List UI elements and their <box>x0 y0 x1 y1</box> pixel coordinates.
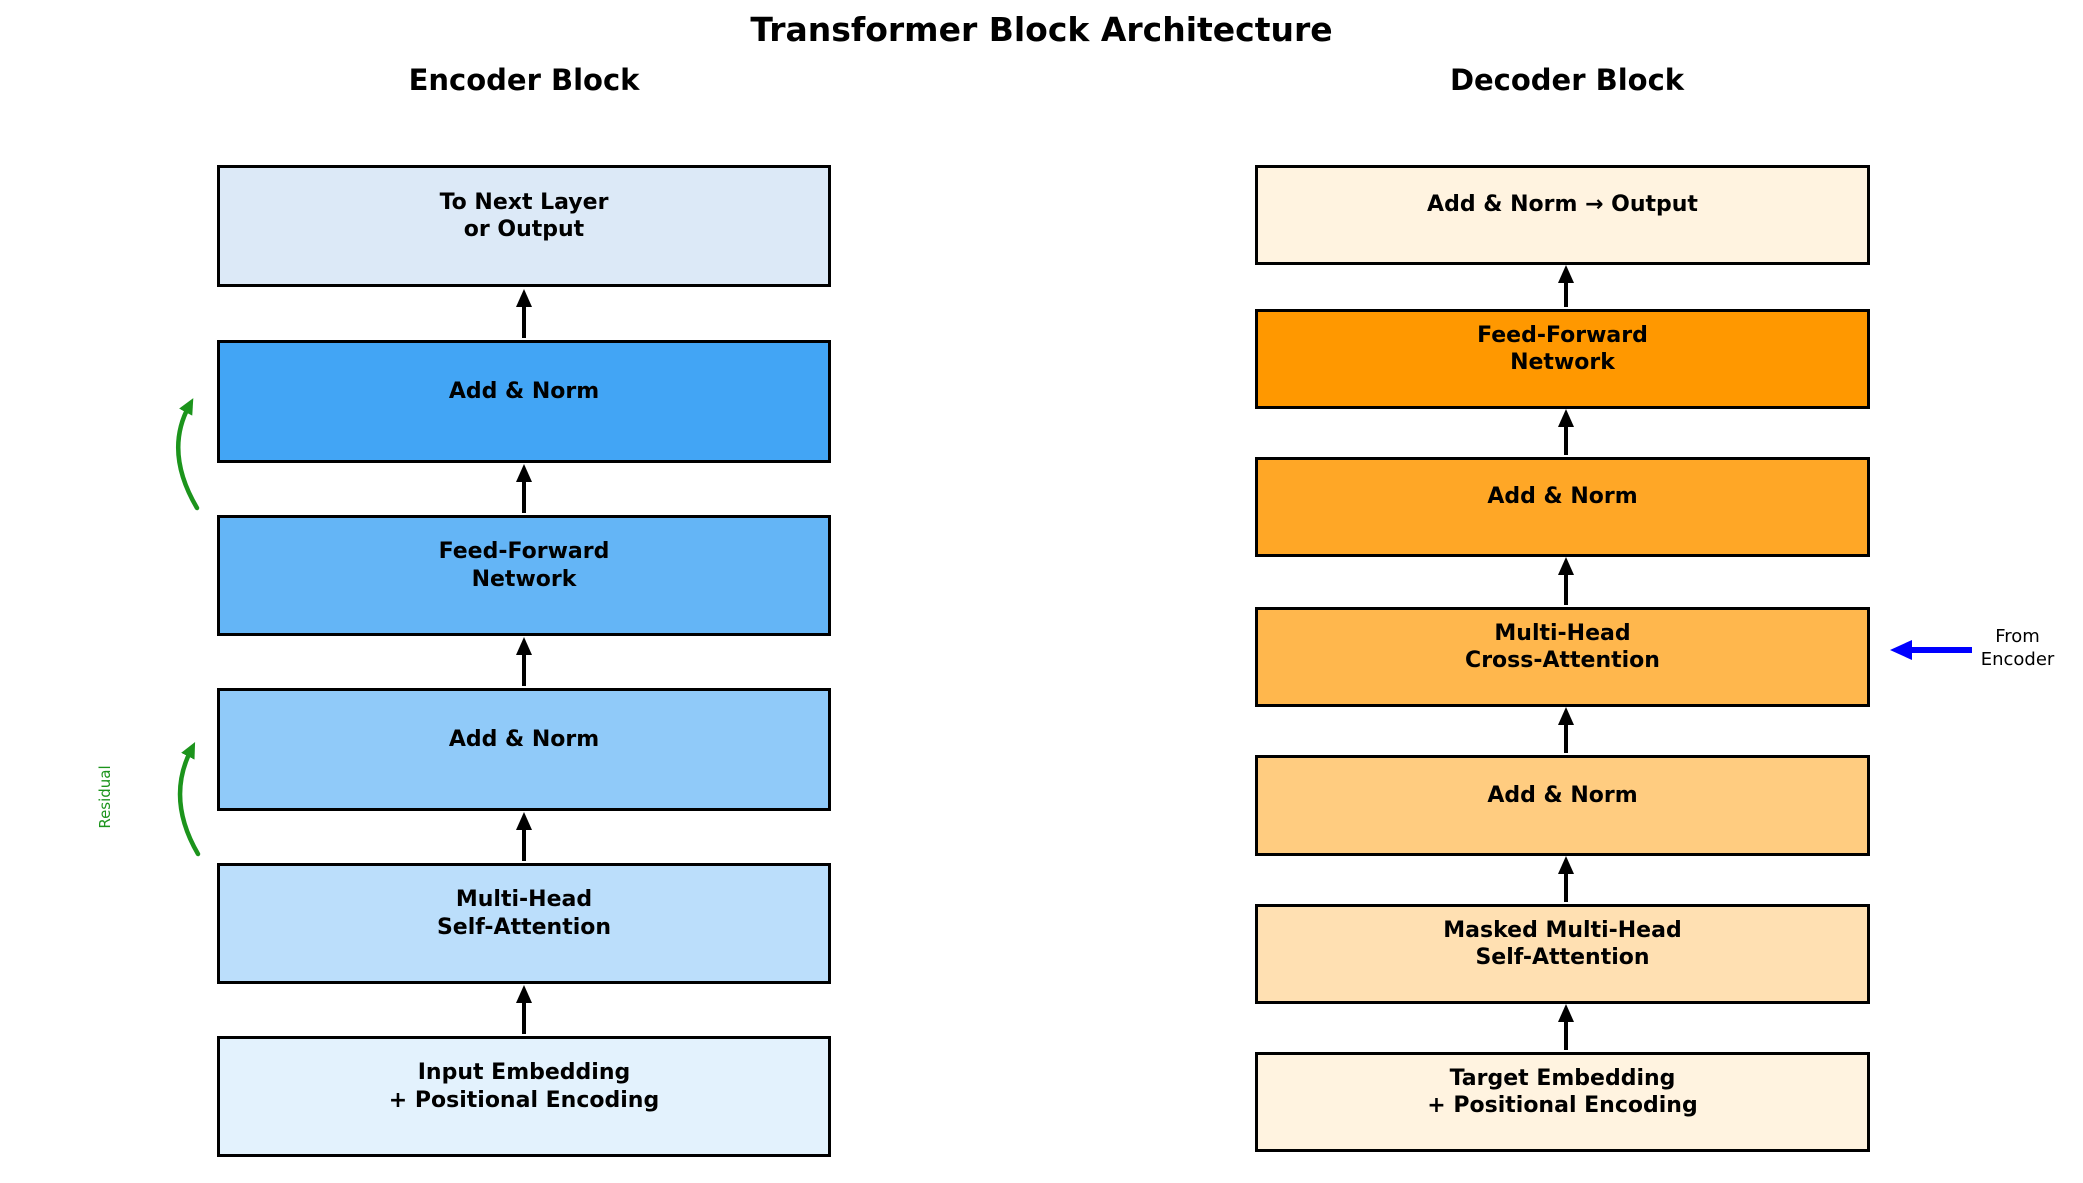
decoder-box-output-label: Add & Norm → Output <box>1427 192 1698 218</box>
residual-arrows <box>176 398 201 857</box>
residual-arrow-icon <box>177 741 201 857</box>
encoder-box-self-attention-label: Multi-Head Self-Attention <box>436 887 612 940</box>
encoder-box-output: To Next Layer or Output <box>217 165 831 287</box>
encoder-box-output-label: To Next Layer or Output <box>439 189 609 243</box>
encoder-box-input-embedding: Input Embedding + Positional Encoding <box>217 1036 831 1157</box>
decoder-header: Decoder Block <box>1449 63 1685 97</box>
from-encoder-label: From Encoder <box>1980 626 2055 671</box>
decoder-box-add-norm-3: Add & Norm <box>1255 457 1870 557</box>
encoder-box-feed-forward-label: Feed-Forward Network <box>438 539 610 592</box>
diagram-title: Transformer Block Architecture <box>750 10 1333 49</box>
encoder-box-add-norm-1-label: Add & Norm <box>448 726 600 752</box>
decoder-box-feed-forward-label: Feed-Forward Network <box>1477 322 1648 376</box>
encoder-box-add-norm-2: Add & Norm <box>217 340 831 463</box>
encoder-box-add-norm-2-label: Add & Norm <box>448 378 600 404</box>
residual-arrow-icon <box>176 398 200 511</box>
decoder-box-add-norm-2-label: Add & Norm <box>1487 782 1638 808</box>
residual-label: Residual <box>96 765 114 829</box>
decoder-box-output: Add & Norm → Output <box>1255 165 1870 265</box>
encoder-box-add-norm-1: Add & Norm <box>217 688 831 811</box>
encoder-box-input-embedding-label: Input Embedding + Positional Encoding <box>388 1060 660 1113</box>
decoder-box-masked-attention-label: Masked Multi-Head Self-Attention <box>1443 917 1682 971</box>
encoder-header: Encoder Block <box>408 63 640 97</box>
decoder-box-cross-attention-label: Multi-Head Cross-Attention <box>1465 620 1660 674</box>
encoder-box-feed-forward: Feed-Forward Network <box>217 515 831 636</box>
decoder-box-masked-attention: Masked Multi-Head Self-Attention <box>1255 904 1870 1004</box>
decoder-box-feed-forward: Feed-Forward Network <box>1255 309 1870 409</box>
decoder-box-add-norm-3-label: Add & Norm <box>1487 484 1638 510</box>
decoder-box-cross-attention: Multi-Head Cross-Attention <box>1255 607 1870 707</box>
decoder-box-target-embedding-label: Target Embedding + Positional Encoding <box>1427 1065 1698 1119</box>
decoder-box-add-norm-2: Add & Norm <box>1255 755 1870 856</box>
encoder-box-self-attention: Multi-Head Self-Attention <box>217 863 831 984</box>
decoder-box-target-embedding: Target Embedding + Positional Encoding <box>1255 1052 1870 1152</box>
